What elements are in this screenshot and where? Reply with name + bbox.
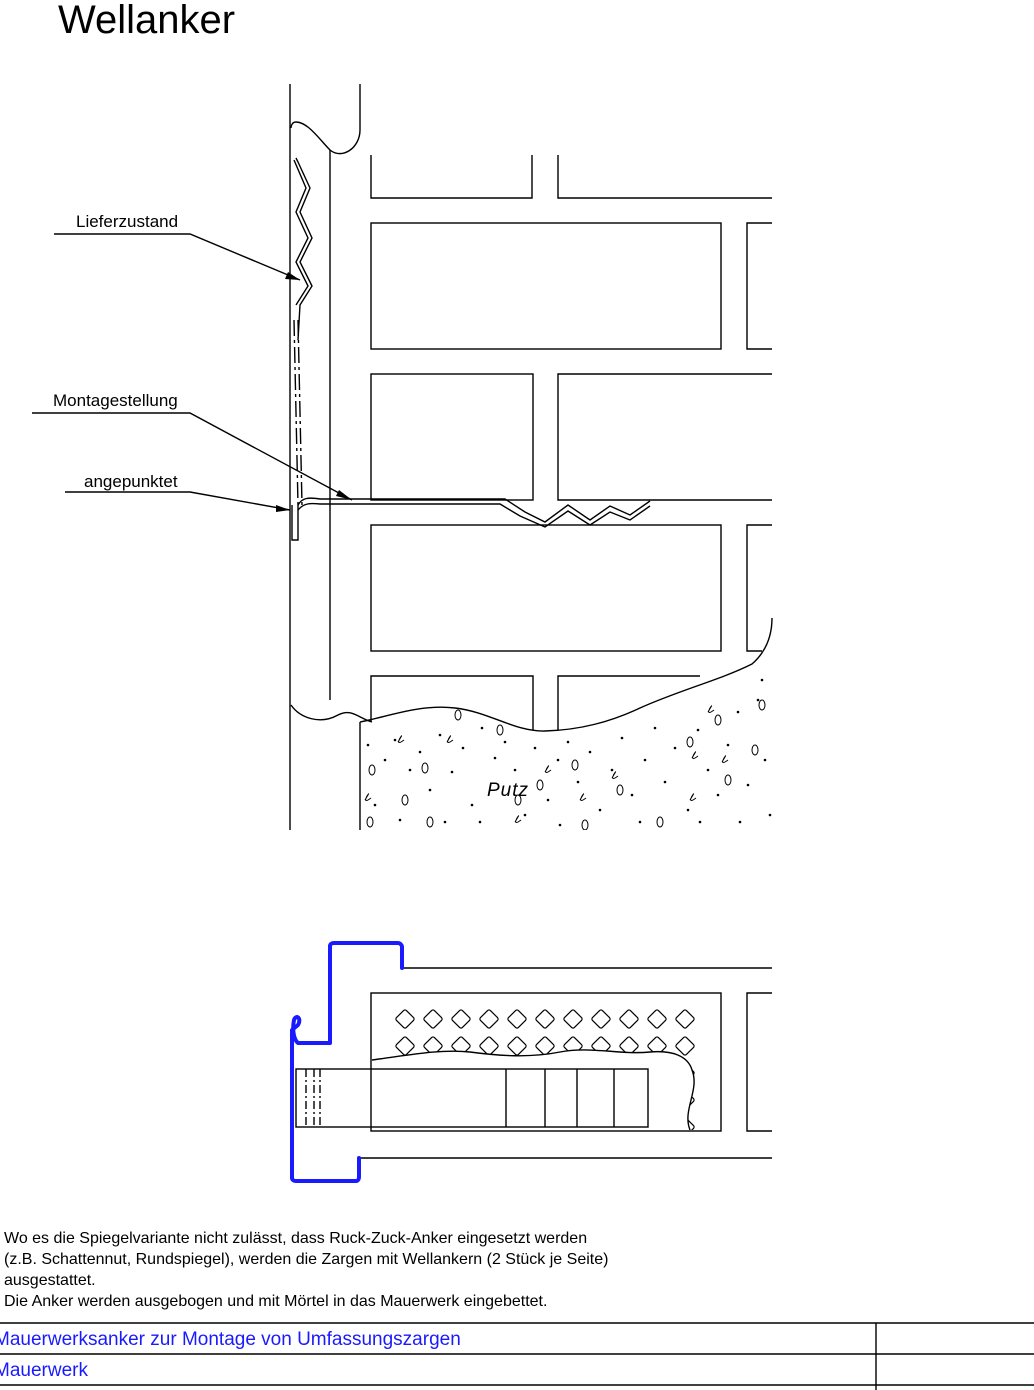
- description-line: Die Anker werden ausgebogen und mit Mört…: [4, 1293, 548, 1310]
- frame-section-upper: [289, 84, 373, 830]
- table-row-material: Mauerwerk: [0, 1360, 88, 1381]
- drawing-title: Wellanker: [58, 0, 236, 42]
- masonry-bricks: [359, 155, 773, 732]
- leader-arrowheads: [276, 272, 352, 512]
- label-lieferzustand: Lieferzustand: [76, 212, 179, 231]
- door-frame-profile: [290, 941, 404, 1183]
- title-block-lines: [0, 1322, 1034, 1390]
- description-line: Wo es die Spiegelvariante nicht zulässt,…: [4, 1230, 588, 1247]
- table-row-title: Mauerwerksanker zur Montage von Umfassun…: [0, 1329, 461, 1350]
- frame-section-lower: [295, 967, 772, 1159]
- description-line: (z.B. Schattennut, Rundspiegel), werden …: [4, 1251, 609, 1268]
- leader-lines: [32, 233, 353, 511]
- description-text: Wo es die Spiegelvariante nicht zulässt,…: [4, 1228, 724, 1312]
- wave-anchor-mounting-position: [297, 497, 651, 528]
- plaster-texture: [364, 678, 772, 830]
- label-putz: Putz: [487, 780, 530, 801]
- label-montagestellung: Montagestellung: [53, 391, 178, 410]
- label-angepunktet: angepunktet: [84, 472, 178, 491]
- wave-anchor-delivery-state: [291, 157, 313, 541]
- description-line: ausgestattet.: [4, 1272, 96, 1289]
